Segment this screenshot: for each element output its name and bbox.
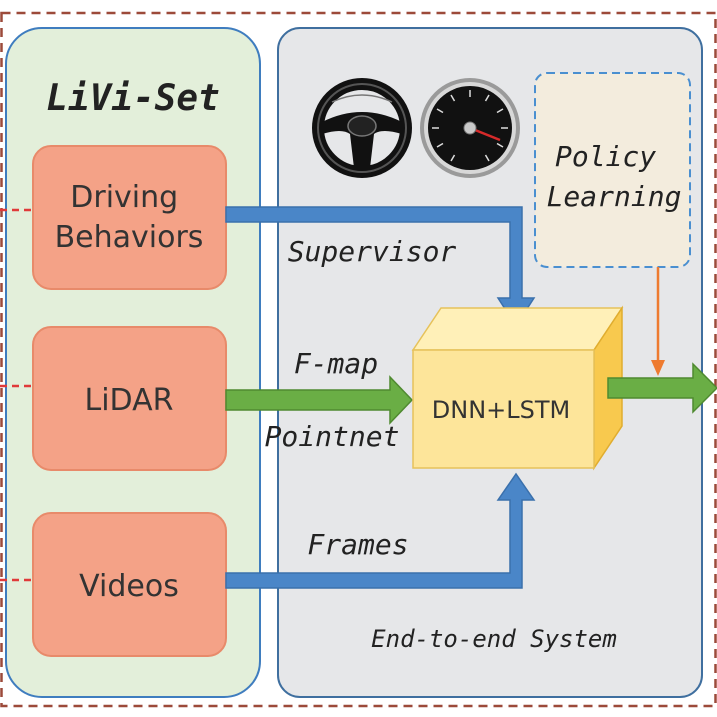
policy-learning-line-2: Learning — [547, 180, 682, 213]
policy-learning-line-1: Policy — [555, 140, 656, 173]
driving-behaviors-label: Driving Behaviors — [55, 180, 204, 255]
frames-label: Frames — [307, 528, 408, 561]
pointnet-label: Pointnet — [265, 420, 400, 453]
livi-set-title: LiVi-Set — [46, 78, 219, 119]
fmap-label: F-map — [294, 347, 378, 380]
policy-learning-label: Policy Learning — [547, 140, 682, 213]
frames-arrow — [225, 472, 536, 589]
speedometer-icon — [420, 78, 520, 178]
output-arrow — [607, 362, 717, 414]
outer-dashed-frame — [0, 11, 717, 708]
steering-wheel-icon — [312, 78, 412, 178]
dnn-lstm-box-front — [412, 349, 595, 469]
policy-learning-box — [534, 72, 691, 268]
supervisor-label: Supervisor — [288, 235, 457, 268]
dnn-lstm-label: DNN+LSTM — [432, 396, 570, 424]
driving-behaviors-line-1: Driving — [70, 180, 178, 215]
fmap-arrow — [225, 375, 414, 425]
lidar-label: LiDAR — [85, 383, 174, 418]
dnn-lstm-box — [411, 305, 624, 471]
videos-label: Videos — [79, 569, 179, 604]
policy-to-core-arrowhead — [651, 360, 665, 376]
driving-behaviors-line-2: Behaviors — [55, 220, 204, 255]
end-to-end-label: End-to-end System — [371, 625, 617, 653]
driving-behaviors-box — [32, 145, 227, 290]
dnn-lstm-box-top — [411, 307, 624, 351]
